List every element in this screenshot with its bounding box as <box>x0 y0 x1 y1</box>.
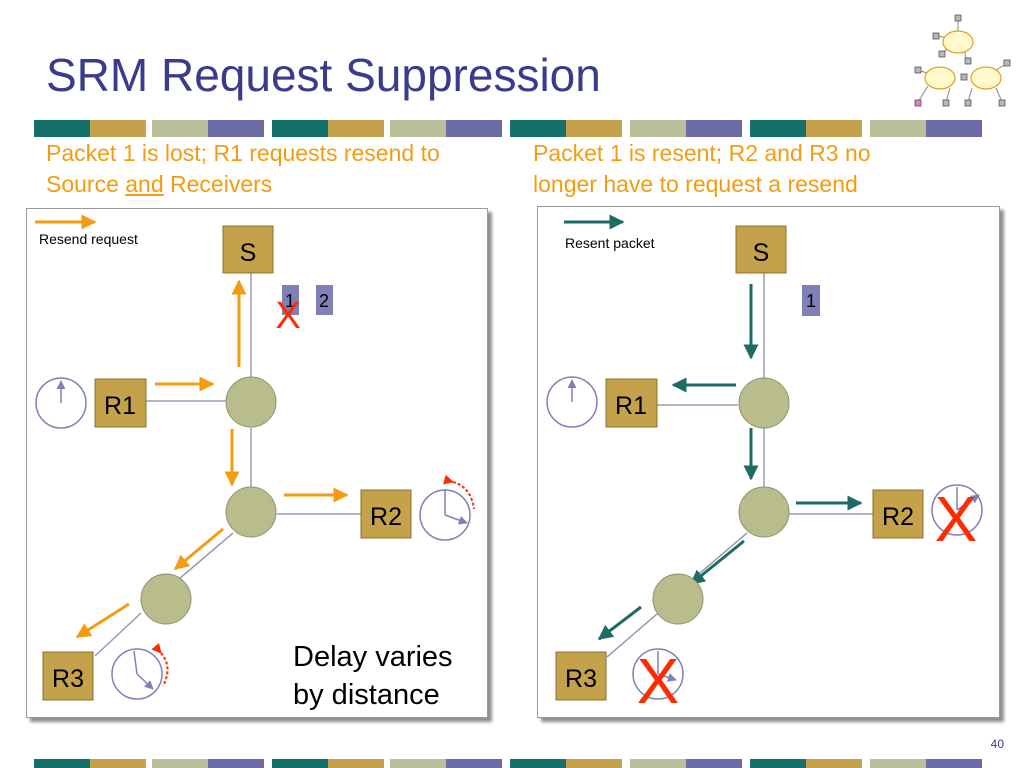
r3-label: R3 <box>52 665 84 693</box>
left-caption-underlined: and <box>125 171 164 197</box>
right-caption-line2: longer have to request a resend <box>533 171 858 197</box>
left-caption-part1: Packet 1 is lost; R1 requests resend to … <box>46 140 440 197</box>
left-diagram: Resend request S R1 R2 R3 1 <box>35 214 475 711</box>
r3-timer-clock-icon <box>111 642 169 700</box>
source-label: S <box>240 239 257 267</box>
network-links <box>606 273 873 658</box>
packet-1: 1 <box>802 285 820 316</box>
delay-note-line1: Delay varies <box>293 641 453 673</box>
legend-label: Resent packet <box>565 235 655 251</box>
right-diagram: Resent packet S R1 R2 R3 1 <box>546 214 983 717</box>
left-caption-part2: Receivers <box>163 171 273 197</box>
packet-2-label: 2 <box>319 291 329 311</box>
left-caption: Packet 1 is lost; R1 requests resend to … <box>46 138 486 200</box>
r1-timer-clock-icon <box>546 376 598 428</box>
r2-timer-clock-icon <box>931 484 983 536</box>
r3-timer-clock-icon <box>632 648 684 700</box>
receiver-r2: R2 <box>872 489 924 539</box>
receiver-r2: R2 <box>360 489 412 539</box>
resent-packet-arrows <box>597 284 863 641</box>
receiver-r1: R1 <box>94 378 147 428</box>
receiver-r3: R3 <box>555 651 607 701</box>
r3-suppressed-mark: X <box>637 645 680 717</box>
packet-1: 1 <box>282 285 299 315</box>
packet-1-label: 1 <box>285 291 295 311</box>
network-cloud-logo <box>914 14 1011 107</box>
r1-label: R1 <box>615 392 647 420</box>
router-1 <box>738 377 790 429</box>
router-2 <box>225 486 277 538</box>
router-3 <box>652 573 704 625</box>
right-panel: Resent packet S R1 R2 R3 1 <box>537 206 1000 718</box>
receiver-r3: R3 <box>42 651 94 701</box>
source-node: S <box>222 225 274 274</box>
r2-label: R2 <box>370 503 402 531</box>
left-panel: Resend request S R1 R2 R3 1 <box>26 208 488 718</box>
receiver-r1: R1 <box>605 378 658 428</box>
delay-note-line2: by distance <box>293 679 440 711</box>
legend-label: Resend request <box>39 231 138 247</box>
router-1 <box>225 376 277 428</box>
packet-lost-mark: X <box>275 295 300 337</box>
packet-2: 2 <box>316 285 333 315</box>
resend-request-arrows <box>75 279 349 639</box>
r1-label: R1 <box>104 392 136 420</box>
router-2 <box>738 486 790 538</box>
r1-timer-clock-icon <box>35 377 87 429</box>
page-number: 40 <box>990 737 1004 751</box>
source-label: S <box>753 239 770 267</box>
r2-suppressed-mark: X <box>935 483 978 555</box>
network-links <box>94 273 361 657</box>
slide-title: SRM Request Suppression <box>46 49 601 101</box>
r2-timer-clock-icon <box>419 474 475 541</box>
r3-label: R3 <box>565 665 597 693</box>
right-caption: Packet 1 is resent; R2 and R3 no longer … <box>533 138 1003 200</box>
router-3 <box>140 573 192 625</box>
right-caption-line1: Packet 1 is resent; R2 and R3 no <box>533 140 871 166</box>
source-node: S <box>735 225 787 274</box>
packet-1-label: 1 <box>806 291 816 311</box>
r2-label: R2 <box>882 503 914 531</box>
